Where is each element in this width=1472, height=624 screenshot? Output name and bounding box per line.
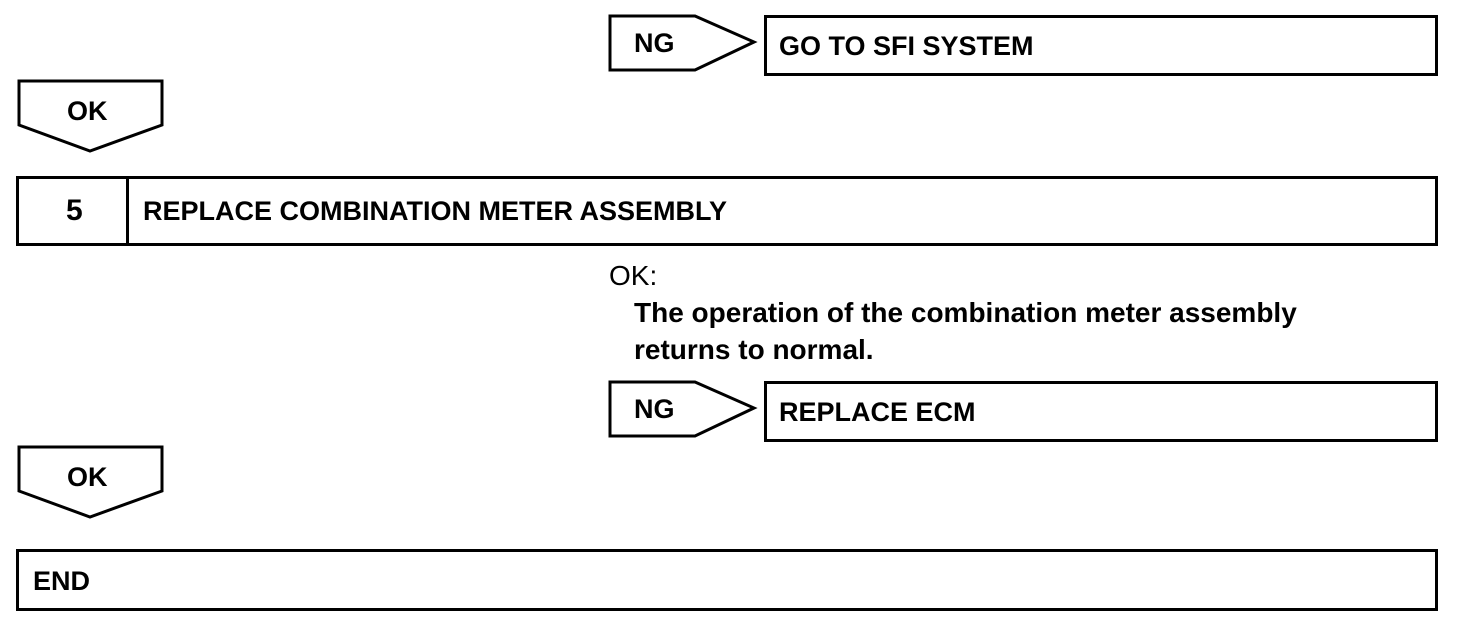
ng-action-label-2: REPLACE ECM [779,397,976,427]
result-line-1: The operation of the combination meter a… [634,297,1297,328]
end-label: END [33,566,91,596]
step-5-number-cell: 5 [19,179,129,243]
step-5-title: REPLACE COMBINATION METER ASSEMBLY [143,196,728,226]
result-line-2: returns to normal. [634,334,874,365]
ok-label-1: OK [67,96,108,126]
ok-arrow-shape-2 [17,445,164,519]
ng-action-box-2: REPLACE ECM [764,381,1438,442]
step-5-box: 5 REPLACE COMBINATION METER ASSEMBLY [16,176,1438,246]
step-5-number: 5 [66,194,83,227]
ng-arrow-shape-2 [608,380,758,438]
end-box: END [16,549,1438,611]
ok-arrow-shape-1 [17,79,164,153]
ng-label-2: NG [634,394,675,424]
ng-label-1: NG [634,28,675,58]
ng-arrow-shape-1 [608,14,758,72]
ng-action-box-1: GO TO SFI SYSTEM [764,15,1438,76]
result-heading: OK: [609,260,658,291]
ok-label-2: OK [67,462,108,492]
ng-action-label-1: GO TO SFI SYSTEM [779,31,1034,61]
